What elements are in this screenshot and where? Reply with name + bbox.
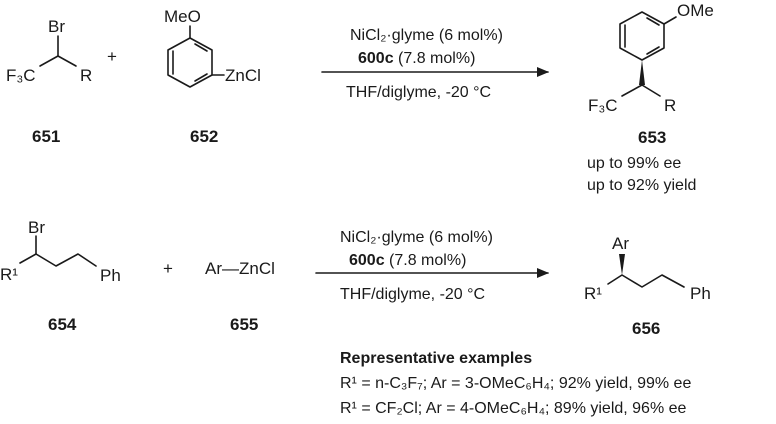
catalyst-condition: NiCl₂·glyme (6 mol%)	[350, 27, 503, 44]
bond	[621, 84, 661, 97]
plus-sign: +	[163, 259, 173, 278]
bromine-label: Br	[48, 17, 65, 36]
ligand-id: 600c	[358, 50, 394, 67]
benzene-ring	[167, 37, 213, 88]
methoxy-label: OMe	[677, 1, 714, 20]
compound-number-652: 652	[190, 127, 218, 146]
ligand-condition: 600c (7.8 mol%)	[358, 50, 475, 67]
r-group-label: R	[80, 66, 92, 85]
r1-group-label: R¹	[0, 265, 18, 284]
r-group-label: R	[664, 96, 676, 115]
ligand-condition: 600c (7.8 mol%)	[349, 252, 466, 269]
ligand-loading: (7.8 mol%)	[385, 252, 467, 269]
compound-number-651: 651	[32, 127, 60, 146]
ligand-loading: (7.8 mol%)	[394, 50, 476, 67]
compound-number-656: 656	[632, 319, 660, 338]
zinc-chloride-label: ZnCl	[225, 66, 261, 85]
bond	[39, 55, 77, 67]
phenyl-label: Ph	[690, 284, 711, 303]
compound-653-structure: OMe F₃C R	[588, 1, 714, 115]
wedge-bond	[639, 60, 645, 85]
benzene-ring	[619, 11, 665, 61]
ligand-id: 600c	[349, 252, 385, 269]
wedge-bond	[619, 254, 625, 275]
phenyl-label: Ph	[100, 266, 121, 285]
catalyst-condition: NiCl₂·glyme (6 mol%)	[340, 229, 493, 246]
compound-number-655: 655	[230, 315, 258, 334]
bond	[19, 253, 97, 267]
compound-651-structure: Br F₃C R	[6, 17, 92, 85]
bond	[194, 43, 208, 52]
plus-sign: +	[107, 47, 117, 66]
aryl-label: Ar	[612, 234, 629, 253]
compound-656-structure: Ar R¹ Ph	[584, 234, 711, 303]
bond	[194, 73, 208, 82]
solvent-condition: THF/diglyme, -20 °C	[340, 286, 485, 303]
bond	[646, 46, 660, 55]
methoxy-label: MeO	[164, 7, 201, 26]
aryl-zinc-reagent: Ar—ZnCl	[205, 259, 275, 278]
cf3-label: F₃C	[6, 66, 36, 85]
bond	[607, 274, 685, 288]
compound-652-structure: MeO ZnCl	[164, 7, 261, 88]
cf3-label: F₃C	[588, 96, 618, 115]
compound-number-653: 653	[638, 128, 666, 147]
bromine-label: Br	[28, 218, 45, 237]
solvent-condition: THF/diglyme, -20 °C	[346, 84, 491, 101]
bond	[646, 17, 660, 26]
r1-group-label: R¹	[584, 284, 602, 303]
bond	[663, 16, 677, 25]
compound-654-structure: Br R¹ Ph	[0, 218, 121, 285]
compound-number-654: 654	[48, 315, 77, 334]
